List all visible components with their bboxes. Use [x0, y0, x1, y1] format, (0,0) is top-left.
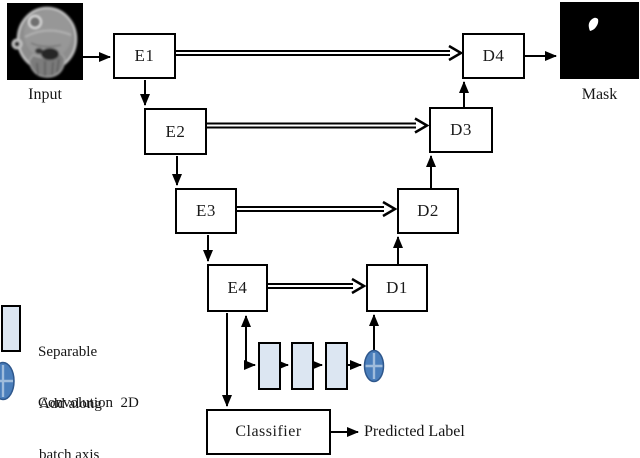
node-d4-label: D4	[482, 46, 505, 65]
add-node-icon	[363, 349, 385, 383]
skip-connection-e1-d4	[176, 44, 464, 62]
node-e1-label: E1	[134, 46, 155, 65]
node-e2: E2	[144, 108, 207, 155]
node-d1: D1	[366, 264, 428, 312]
mask-label: Mask	[581, 86, 618, 103]
node-e2-label: E2	[165, 121, 186, 141]
legend-separable-conv-line1: Separable	[38, 344, 98, 360]
node-e3: E3	[175, 188, 237, 234]
skip-connection-e2-d3	[207, 117, 430, 134]
input-label: Input	[28, 86, 62, 103]
legend-add-batch-line1: Add along	[39, 396, 102, 412]
node-d3-label: D3	[450, 120, 472, 139]
legend-separable-conv-label: Separable Convolution 2D	[38, 310, 139, 446]
legend-separable-conv-swatch	[1, 305, 21, 352]
legend-add-batch-label: Add along batch axis	[39, 362, 102, 458]
node-d1-label: D1	[386, 278, 408, 297]
input-mri-image	[7, 3, 83, 80]
node-e4: E4	[207, 264, 268, 312]
node-d2-label: D2	[417, 201, 439, 220]
skip-connection-e3-d2	[237, 200, 398, 218]
separable-conv-block-2	[291, 342, 314, 390]
node-d3: D3	[429, 107, 493, 153]
node-e3-label: E3	[196, 201, 216, 220]
node-e1: E1	[113, 33, 176, 79]
node-classifier-label: Classifier	[235, 423, 302, 440]
node-d2: D2	[397, 188, 459, 234]
legend-separable-conv-line2: Convolution 2D	[38, 395, 139, 411]
legend-add-batch-line2: batch axis	[39, 447, 100, 458]
legend-add-node-icon	[0, 361, 15, 401]
skip-connection-e4-d1	[268, 277, 367, 295]
node-classifier: Classifier	[206, 409, 331, 455]
predicted-label-text: Predicted Label	[364, 423, 465, 440]
output-mask-image	[560, 2, 639, 79]
node-e4-label: E4	[227, 278, 248, 297]
separable-conv-block-1	[258, 342, 281, 390]
separable-conv-block-3	[325, 342, 348, 390]
node-d4: D4	[462, 33, 525, 79]
